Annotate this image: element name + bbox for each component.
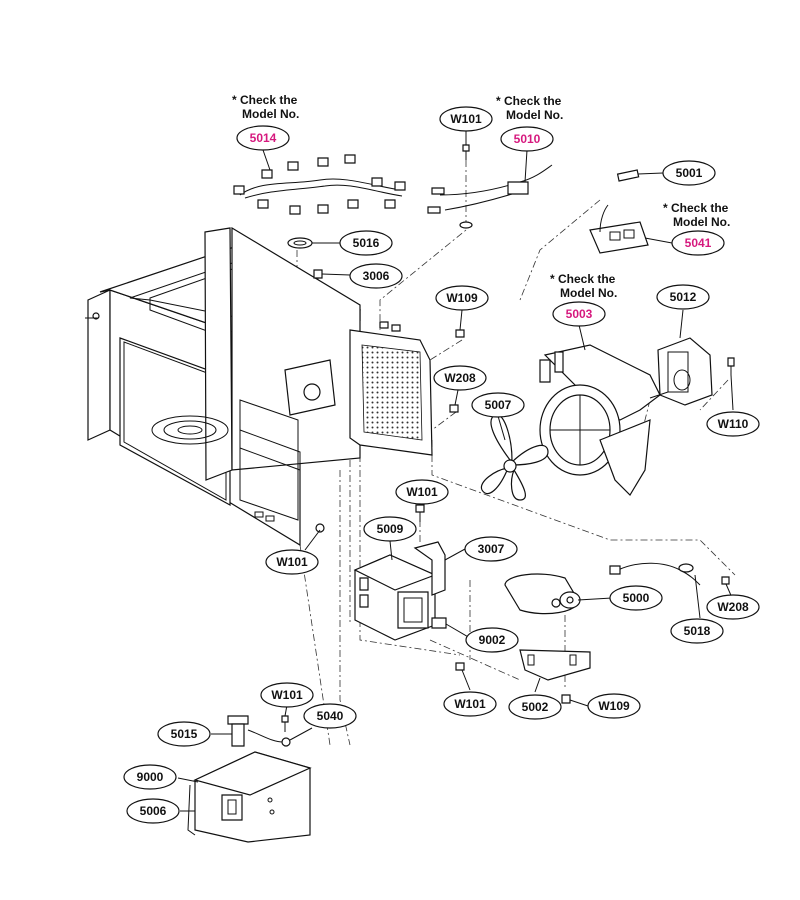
parts-bottom xyxy=(188,716,310,842)
label-5002-text: 5002 xyxy=(522,700,549,714)
label-w208-mid: W208 xyxy=(434,366,486,390)
fan-duct-assembly xyxy=(481,338,734,500)
label-3007-text: 3007 xyxy=(478,542,505,556)
leader-lines xyxy=(178,130,733,811)
label-5016: 5016 xyxy=(340,231,392,255)
note-5010-line2: Model No. xyxy=(506,108,563,122)
label-9000-text: 9000 xyxy=(137,770,164,784)
label-5003-text: 5003 xyxy=(566,307,593,321)
label-w101-mid-text: W101 xyxy=(406,485,438,499)
parts-middle xyxy=(355,505,729,703)
label-5040-text: 5040 xyxy=(317,709,344,723)
label-5010: 5010 xyxy=(501,127,553,151)
label-3006: 3006 xyxy=(350,264,402,288)
note-5003-line1: * Check the xyxy=(550,272,616,286)
label-5018-text: 5018 xyxy=(684,624,711,638)
label-5000-text: 5000 xyxy=(623,591,650,605)
label-9002: 9002 xyxy=(466,628,518,652)
label-5003: 5003 xyxy=(553,302,605,326)
label-w101-low: W101 xyxy=(261,683,313,707)
label-w101-left-text: W101 xyxy=(276,555,308,569)
label-5006: 5006 xyxy=(127,799,179,823)
label-5002: 5002 xyxy=(509,695,561,719)
label-3007: 3007 xyxy=(465,537,517,561)
label-w101-mid: W101 xyxy=(396,480,448,504)
note-5003-line2: Model No. xyxy=(560,286,617,300)
label-3006-text: 3006 xyxy=(363,269,390,283)
label-w109-bot: W109 xyxy=(588,694,640,718)
note-5014-line1: * Check the xyxy=(232,93,298,107)
note-5041-line2: Model No. xyxy=(673,215,730,229)
note-5010-line1: * Check the xyxy=(496,94,562,108)
label-5041-text: 5041 xyxy=(685,236,712,250)
label-w208-right-text: W208 xyxy=(717,600,749,614)
part-labels: 5014 5010 W101 5001 5041 5016 3006 W109 … xyxy=(124,107,759,823)
label-5009-text: 5009 xyxy=(377,522,404,536)
note-5014-line2: Model No. xyxy=(242,107,299,121)
label-w109-bot-text: W109 xyxy=(598,699,630,713)
label-w208-mid-text: W208 xyxy=(444,371,476,385)
check-model-notes: * Check the Model No. * Check the Model … xyxy=(232,93,730,300)
label-w101-bot: W101 xyxy=(444,692,496,716)
label-w109-top-text: W109 xyxy=(446,291,478,305)
label-w101-top: W101 xyxy=(440,107,492,131)
label-w101-low-text: W101 xyxy=(271,688,303,702)
label-9000: 9000 xyxy=(124,765,176,789)
label-5018: 5018 xyxy=(671,619,723,643)
label-w110-text: W110 xyxy=(718,417,749,431)
label-5012: 5012 xyxy=(657,285,709,309)
label-9002-text: 9002 xyxy=(479,633,506,647)
label-5041: 5041 xyxy=(672,231,724,255)
assembly-guide-lines xyxy=(297,160,735,745)
label-5014: 5014 xyxy=(237,126,289,150)
label-w101-top-text: W101 xyxy=(450,112,482,126)
parts-top xyxy=(234,145,648,412)
label-5010-text: 5010 xyxy=(514,132,541,146)
label-5015-text: 5015 xyxy=(171,727,198,741)
note-5041-line1: * Check the xyxy=(663,201,729,215)
label-5009: 5009 xyxy=(364,517,416,541)
label-5040: 5040 xyxy=(304,704,356,728)
label-5000: 5000 xyxy=(610,586,662,610)
label-5016-text: 5016 xyxy=(353,236,380,250)
label-w109-top: W109 xyxy=(436,286,488,310)
label-5001: 5001 xyxy=(663,161,715,185)
label-5015: 5015 xyxy=(158,722,210,746)
label-5006-text: 5006 xyxy=(140,804,167,818)
cavity-assembly xyxy=(85,228,432,545)
label-w101-left: W101 xyxy=(266,550,318,574)
label-5007: 5007 xyxy=(472,393,524,417)
label-w110: W110 xyxy=(707,412,759,436)
label-w101-bot-text: W101 xyxy=(454,697,486,711)
label-5014-text: 5014 xyxy=(250,131,277,145)
label-w208-right: W208 xyxy=(707,595,759,619)
label-5012-text: 5012 xyxy=(670,290,697,304)
label-5007-text: 5007 xyxy=(485,398,512,412)
label-5001-text: 5001 xyxy=(676,166,703,180)
